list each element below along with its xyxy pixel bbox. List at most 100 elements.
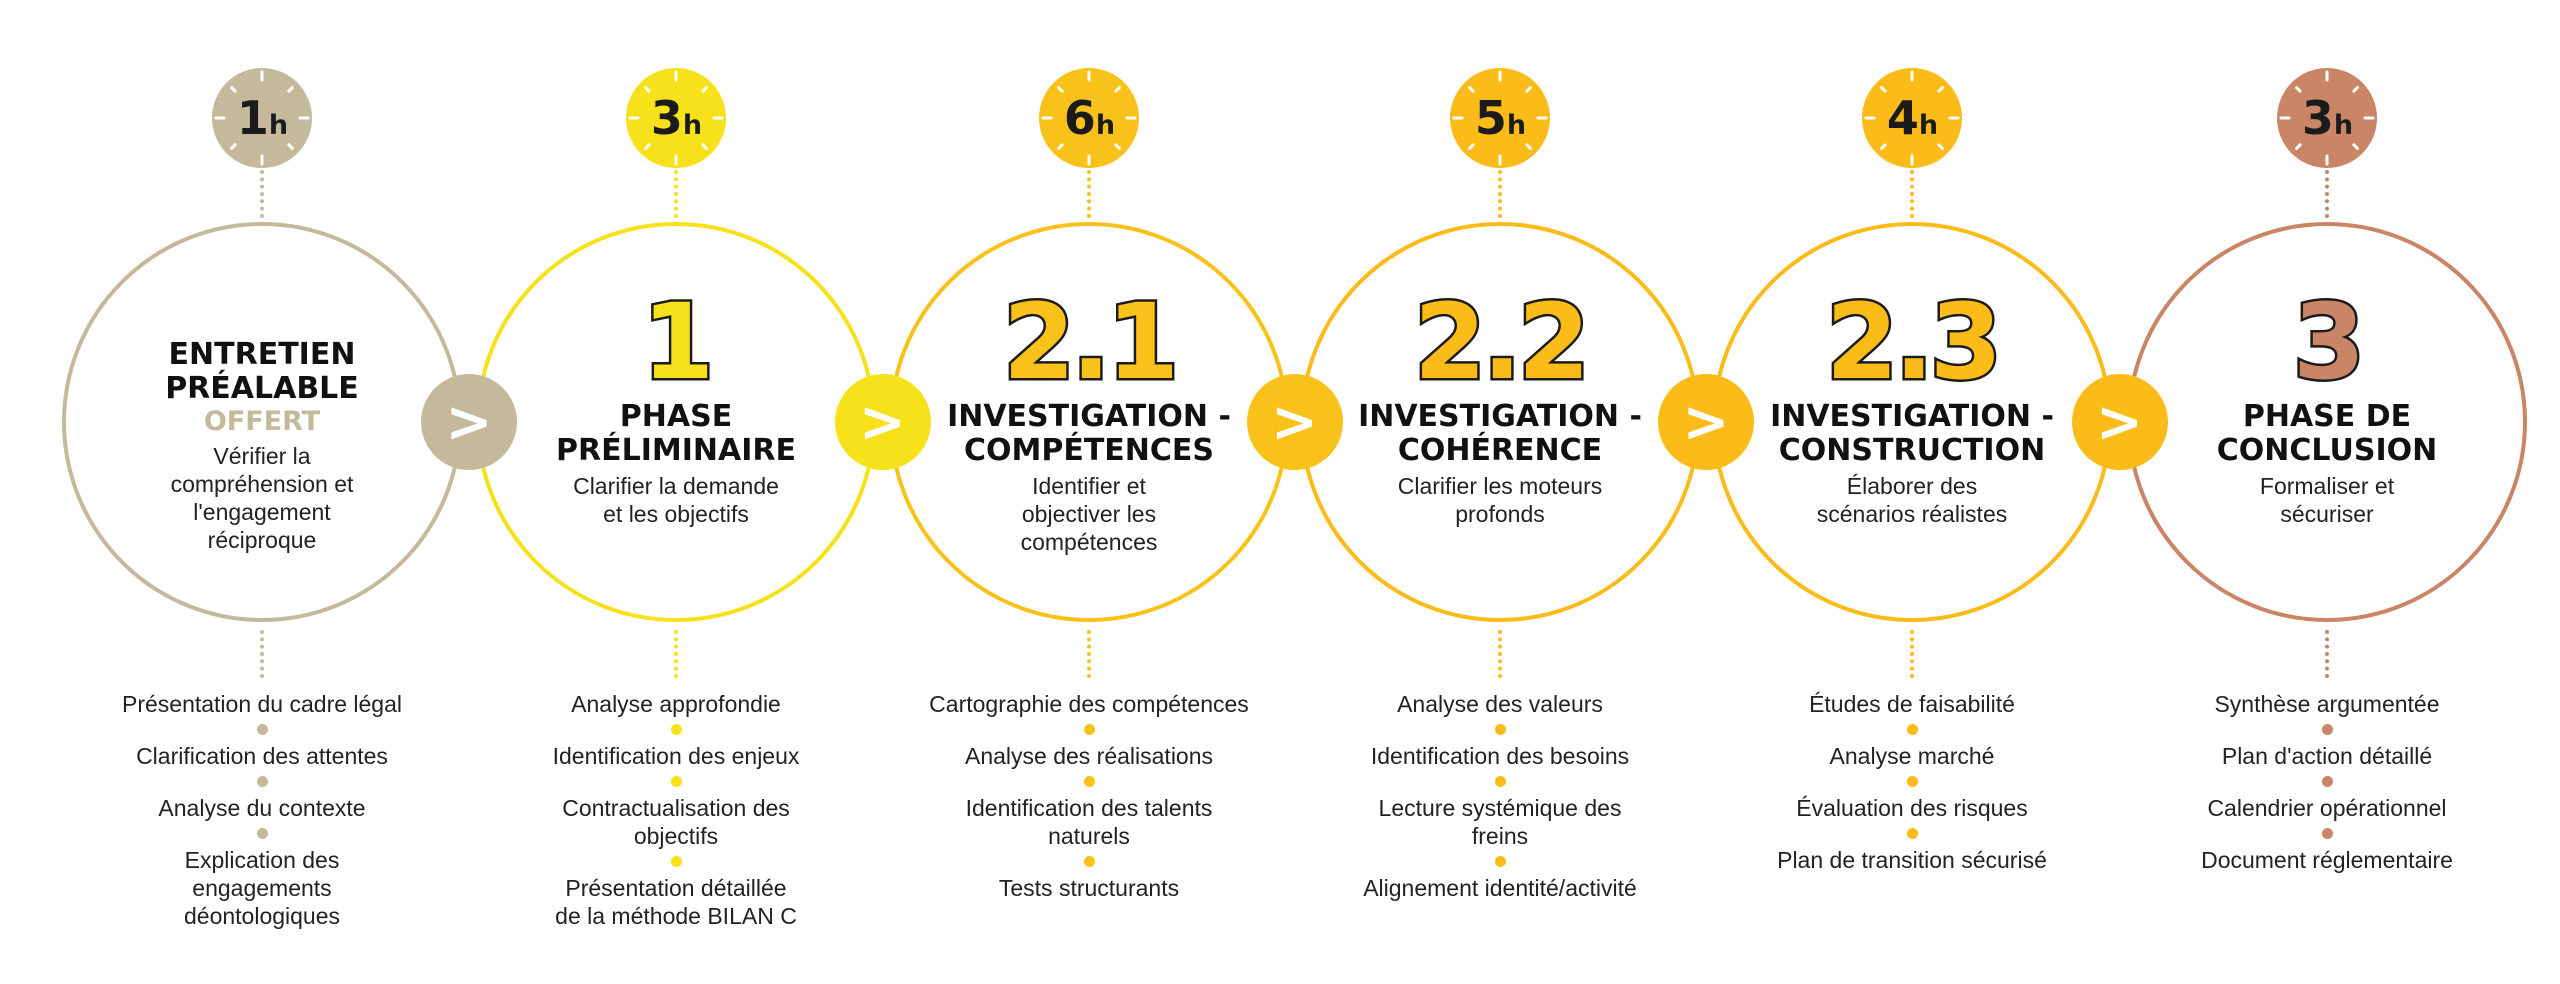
bullet-dot bbox=[2321, 776, 2333, 787]
phase-description-line: Vérifier la bbox=[213, 443, 311, 469]
duration-badge: 6h bbox=[1039, 68, 1139, 168]
next-arrow-icon: > bbox=[2071, 374, 2168, 470]
bullet-dot bbox=[256, 724, 268, 735]
activity-item: Document réglementaire bbox=[2201, 847, 2453, 873]
next-arrow-icon: > bbox=[834, 374, 931, 470]
activity-item: Calendrier opérationnel bbox=[2207, 795, 2447, 821]
activity-item: Lecture systémique des freins bbox=[1378, 795, 1622, 849]
duration-number: 6 bbox=[1063, 91, 1096, 145]
phase-title-line: INVESTIGATION - bbox=[1770, 399, 2054, 434]
bullet-dot bbox=[670, 856, 682, 867]
bullet-dot bbox=[670, 724, 682, 735]
phase-description-line: scénarios réalistes bbox=[1816, 501, 2008, 527]
bullet-dot bbox=[2321, 724, 2333, 735]
phase-number: 2.3 bbox=[1823, 281, 2004, 403]
phase-title-line: COHÉRENCE bbox=[1397, 433, 1603, 468]
activity-item: Études de faisabilité bbox=[1809, 691, 2015, 717]
phase-description-line: compréhension et bbox=[170, 471, 354, 497]
phase-title-line: CONCLUSION bbox=[2216, 433, 2438, 468]
clock-ticks-icon bbox=[1864, 70, 1960, 166]
bullet-dot bbox=[1083, 724, 1095, 735]
duration-unit: h bbox=[1095, 110, 1115, 141]
phase-description-line: Clarifier les moteurs bbox=[1397, 473, 1603, 499]
activity-item: Analyse des valeurs bbox=[1397, 691, 1603, 717]
bullet-dot bbox=[1906, 776, 1918, 787]
activity-item: Évaluation des risques bbox=[1796, 795, 2028, 821]
phase-title-line: PRÉLIMINAIRE bbox=[556, 433, 796, 468]
duration-number: 3 bbox=[650, 91, 683, 145]
connector-line bbox=[1498, 630, 1502, 678]
bullet-dot bbox=[1494, 776, 1506, 787]
duration-value: 4h bbox=[1887, 91, 1938, 145]
phase-description-line: réciproque bbox=[207, 527, 317, 553]
connector-line bbox=[260, 630, 264, 678]
bullet-dot bbox=[1083, 856, 1095, 867]
phase-title-line: PHASE DE bbox=[2242, 399, 2412, 434]
activity-item: Présentation du cadre légal bbox=[121, 691, 403, 717]
connector-line bbox=[1910, 170, 1914, 218]
duration-badge: 1h bbox=[212, 68, 312, 168]
activity-item: Plan de transition sécurisé bbox=[1777, 847, 2047, 873]
duration-unit: h bbox=[268, 110, 288, 141]
duration-badge: 3h bbox=[2277, 68, 2377, 168]
phase-description-line: Formaliser et bbox=[2259, 473, 2395, 499]
clock-ticks-icon bbox=[628, 70, 724, 166]
phase-number: 2.1 bbox=[1000, 281, 1181, 403]
duration-number: 3 bbox=[2301, 91, 2334, 145]
activity-item: Alignement identité/activité bbox=[1363, 875, 1637, 901]
phase-title-line: INVESTIGATION - bbox=[947, 399, 1231, 434]
next-arrow-icon: > bbox=[421, 374, 517, 470]
next-arrow-icon: > bbox=[1658, 374, 1754, 470]
duration-number: 1 bbox=[236, 91, 269, 145]
activity-item: Contractualisation des objectifs bbox=[562, 795, 790, 849]
phase-title-line: CONSTRUCTION bbox=[1778, 433, 2046, 468]
activity-item: Identification des enjeux bbox=[552, 743, 800, 769]
phase-description-line: l'engagement bbox=[193, 499, 331, 525]
phase-number: 1 bbox=[639, 281, 716, 403]
connector-line bbox=[1087, 630, 1091, 678]
activity-item: Cartographie des compétences bbox=[929, 691, 1249, 717]
activity-item: Plan d'action détaillé bbox=[2221, 743, 2433, 769]
activity-item: Analyse marché bbox=[1829, 743, 1995, 769]
phase-title-line: COMPÉTENCES bbox=[963, 433, 1215, 468]
activity-item: Tests structurants bbox=[998, 875, 1180, 901]
phase-description-line: Élaborer des bbox=[1846, 473, 1978, 499]
connector-line bbox=[2325, 630, 2329, 678]
bullet-dot bbox=[1494, 856, 1506, 867]
phase-title-line: ENTRETIEN bbox=[168, 337, 356, 372]
activity-item: Explication des engagements déontologiqu… bbox=[183, 847, 341, 929]
phase-description-line: sécuriser bbox=[2280, 501, 2374, 527]
phase-title-line: PRÉALABLE bbox=[165, 371, 359, 406]
bullet-dot bbox=[1906, 828, 1918, 839]
connector-line bbox=[1087, 170, 1091, 218]
duration-value: 5h bbox=[1475, 91, 1526, 145]
phase-description-line: objectiver les bbox=[1021, 501, 1157, 527]
phase-description-line: profonds bbox=[1455, 501, 1545, 527]
clock-ticks-icon bbox=[1041, 70, 1137, 166]
bullet-dot bbox=[1494, 724, 1506, 735]
clock-ticks-icon bbox=[1452, 70, 1548, 166]
duration-value: 1h bbox=[236, 91, 288, 145]
activity-item: Identification des besoins bbox=[1370, 743, 1630, 769]
phase-title-line: PHASE bbox=[619, 399, 733, 434]
activity-item: Synthèse argumentée bbox=[2214, 691, 2440, 717]
duration-unit: h bbox=[1918, 110, 1938, 141]
duration-badge: 5h bbox=[1450, 68, 1550, 168]
duration-value: 6h bbox=[1063, 91, 1115, 145]
activity-item: Analyse du contexte bbox=[158, 795, 366, 821]
bullet-dot bbox=[1906, 724, 1918, 735]
